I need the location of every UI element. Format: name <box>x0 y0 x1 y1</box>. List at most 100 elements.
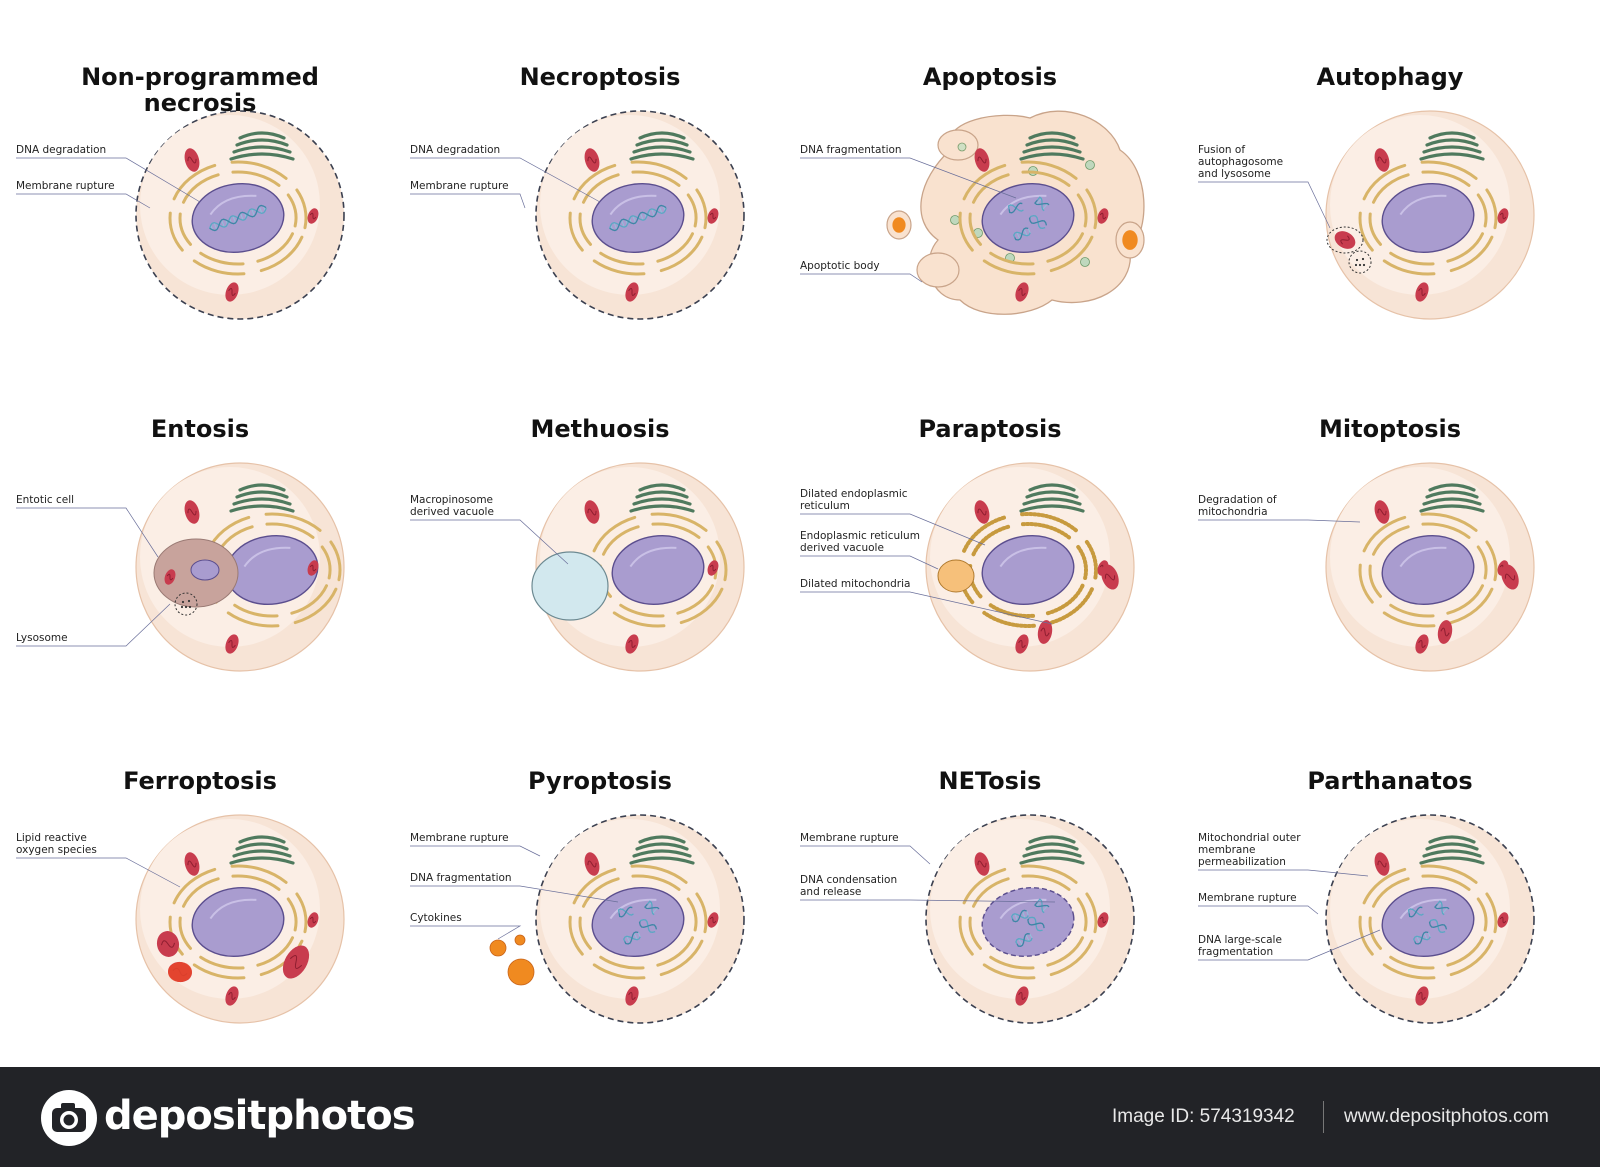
dna-strand <box>1034 196 1050 212</box>
lysosome <box>1348 250 1372 274</box>
dna-strand <box>1434 900 1450 916</box>
golgi-apparatus <box>1419 131 1485 161</box>
mitochondrion <box>1501 564 1519 590</box>
endoplasmic-reticulum <box>1358 512 1498 628</box>
callout-line <box>410 519 569 565</box>
nucleus <box>611 535 705 605</box>
golgi-apparatus <box>229 131 295 161</box>
callout-line <box>16 603 171 647</box>
mitochondrion <box>225 634 239 654</box>
golgi-apparatus <box>1019 131 1085 161</box>
callout-line <box>410 925 522 940</box>
entotic-mitochondrion <box>164 569 176 585</box>
callout-line <box>800 157 1017 199</box>
dna-strand <box>1428 919 1448 933</box>
callout-label: Degradation of mitochondria <box>1198 494 1277 518</box>
dna-strand <box>617 906 634 918</box>
callout-label: Endoplasmic reticulum derived vacuole <box>800 530 920 554</box>
cell-illustration <box>800 110 1145 315</box>
callout-label: DNA fragmentation <box>410 872 512 884</box>
mitochondrion <box>625 986 639 1006</box>
cell-illustration <box>1198 462 1535 672</box>
mitochondrion <box>282 945 310 979</box>
nucleus <box>1381 535 1475 605</box>
callout-label: Membrane rupture <box>16 180 115 192</box>
cytokine <box>489 939 507 957</box>
callout-line <box>800 591 1053 625</box>
callout-label: Macropinosome derived vacuole <box>410 494 494 518</box>
cell-illustration <box>1198 110 1535 320</box>
mitochondrion <box>1015 986 1029 1006</box>
dna-strand <box>638 919 658 933</box>
apoptotic-body <box>916 252 960 288</box>
callout-label: Apoptotic body <box>800 260 880 272</box>
callout-line <box>410 157 601 203</box>
callout-line <box>1198 905 1319 915</box>
golgi-apparatus <box>229 835 295 865</box>
callout-line <box>16 193 151 209</box>
golgi-apparatus <box>1019 835 1085 865</box>
callout-label: DNA large-scale fragmentation <box>1198 934 1282 958</box>
callout-line <box>800 845 931 865</box>
callout-line <box>410 845 541 857</box>
callout-label: DNA fragmentation <box>800 144 902 156</box>
mitochondrion <box>584 500 600 524</box>
mitochondrion <box>307 560 319 576</box>
callout-label: Membrane rupture <box>410 180 509 192</box>
mitochondrion <box>1415 986 1429 1006</box>
golgi-apparatus <box>629 483 695 513</box>
lysosome <box>174 592 198 616</box>
mitochondrion <box>625 282 639 302</box>
site-url-link[interactable]: www.depositphotos.com <box>1344 1106 1549 1127</box>
nucleus <box>981 183 1075 253</box>
autophagosome <box>1326 226 1364 254</box>
golgi-apparatus <box>1019 483 1085 513</box>
dna-strand <box>623 931 641 945</box>
dna-strand <box>1028 215 1048 229</box>
cytokine <box>514 934 526 946</box>
dna-strand <box>1013 227 1031 241</box>
callout-label: DNA condensation and release <box>800 874 898 898</box>
mitochondrion <box>225 986 239 1006</box>
mitochondrion <box>707 208 719 224</box>
vesicle <box>1080 257 1090 267</box>
dna-strand <box>609 204 667 232</box>
cell-illustration <box>800 462 1135 672</box>
image-id-text: Image ID: 574319342 <box>1112 1106 1295 1127</box>
mitochondrion <box>307 208 319 224</box>
callout-label: Dilated mitochondria <box>800 578 911 590</box>
callout-label: Lysosome <box>16 632 68 644</box>
entotic-cell <box>153 538 239 608</box>
endoplasmic-reticulum <box>168 160 308 276</box>
callout-line <box>1198 181 1331 229</box>
mitochondrion <box>1437 620 1453 644</box>
callout-label: Lipid reactive oxygen species <box>16 832 97 856</box>
mitochondrion <box>1101 564 1119 590</box>
callout-line <box>410 193 526 209</box>
mitochondrion <box>584 148 600 172</box>
mitochondrion <box>1497 912 1509 928</box>
cell-illustration <box>410 462 745 672</box>
cell-illustration <box>800 814 1135 1024</box>
callout-label: Membrane rupture <box>800 832 899 844</box>
mitochondrion <box>1497 208 1509 224</box>
dna-strand <box>1010 909 1029 923</box>
mitochondrion <box>1374 148 1390 172</box>
apoptotic-body <box>937 129 979 161</box>
callout-label: Membrane rupture <box>1198 892 1297 904</box>
golgi-apparatus <box>1419 483 1485 513</box>
golgi-apparatus <box>229 483 295 513</box>
mitochondrion <box>974 852 990 876</box>
mitochondrion <box>184 852 200 876</box>
mitochondrion <box>1374 500 1390 524</box>
